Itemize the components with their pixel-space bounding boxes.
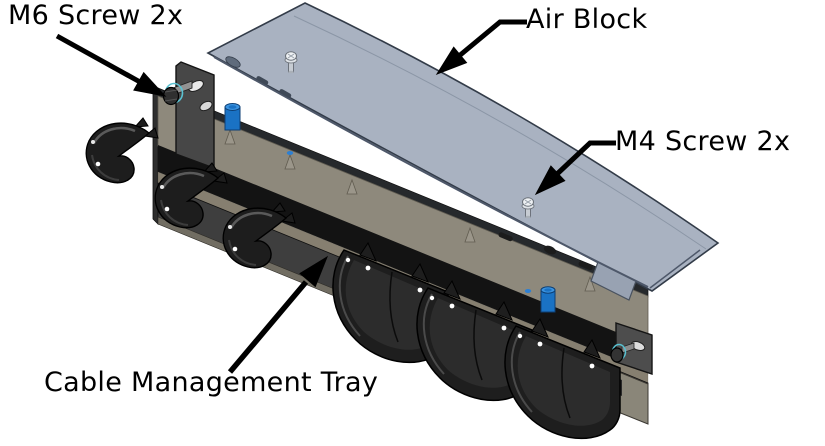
label-m4-screw: M4 Screw 2x bbox=[615, 126, 791, 157]
tray-dimples bbox=[224, 128, 596, 292]
tray-left-bracket bbox=[175, 61, 215, 170]
cable-hook-small-1 bbox=[85, 117, 159, 184]
label-m6-screw: M6 Screw 2x bbox=[8, 0, 184, 31]
cable-hook-small-2 bbox=[154, 162, 228, 229]
m4-screw-1 bbox=[284, 51, 298, 74]
tray-hole-blue-1 bbox=[286, 151, 294, 155]
air-block-panel bbox=[206, 2, 720, 301]
leader-arrow-air-block bbox=[435, 19, 527, 76]
standoff-pin-1 bbox=[224, 103, 241, 131]
standoff-pin-2 bbox=[540, 286, 556, 313]
leader-arrow-m4 bbox=[534, 140, 616, 196]
tray-hole-blue-2 bbox=[524, 289, 532, 293]
cable-hook-small-3 bbox=[222, 202, 296, 269]
cable-hook-large-3 bbox=[504, 317, 621, 440]
m6-screw-right bbox=[610, 342, 635, 363]
leader-arrow-cable-tray bbox=[227, 255, 329, 374]
leader-arrow-m6 bbox=[55, 33, 167, 97]
air-block-fold-line bbox=[213, 56, 649, 288]
tray-slots bbox=[498, 232, 593, 271]
m4-screw-2 bbox=[521, 197, 535, 219]
label-air-block: Air Block bbox=[526, 4, 648, 35]
cable-hook-large-2 bbox=[416, 279, 533, 402]
label-cable-management-tray: Cable Management Tray bbox=[44, 367, 379, 398]
air-block-holes bbox=[225, 56, 292, 98]
